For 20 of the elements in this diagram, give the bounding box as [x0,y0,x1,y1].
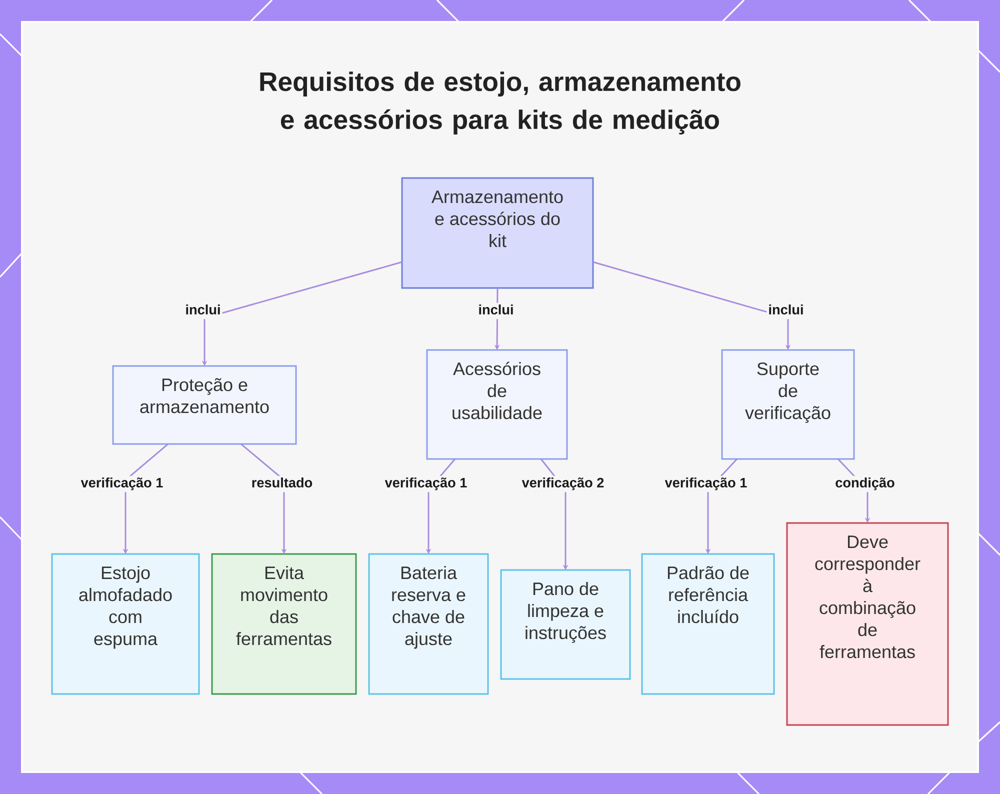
detail-box: Padrão de referência incluído [641,553,775,695]
category-box: Proteção e armazenamento [112,365,297,445]
edge-label: inclui [184,302,222,320]
edge-label: inclui [766,302,806,320]
title: Requisitos de estojo, armazenamento e acessórios para kits de medição [260,72,740,134]
edge-label: verificação 1 [79,476,165,492]
result-box: Evita movimento das ferramentas [211,553,357,695]
category-box: Acessórios de usabilidade [426,349,568,460]
category-box: Suporte de verificação [721,349,855,460]
detail-box: Pano de limpeza e instruções [500,569,631,680]
edge-label: resultado [250,476,314,492]
topic-box: Armazenamento e acessórios do kit [401,177,594,289]
detail-box: Estojo almofadado com espuma [51,553,200,695]
detail-box: Bateria reserva e chave de ajuste [368,553,489,695]
edge-label: condição [834,476,896,492]
condition-box: Deve corresponder à combinação de ferramentas [786,522,949,726]
edge-label: verificação 2 [520,476,606,492]
edge-label: verificação 1 [383,476,469,492]
edge-label: verificação 1 [663,476,749,492]
edge-label: inclui [476,302,516,320]
